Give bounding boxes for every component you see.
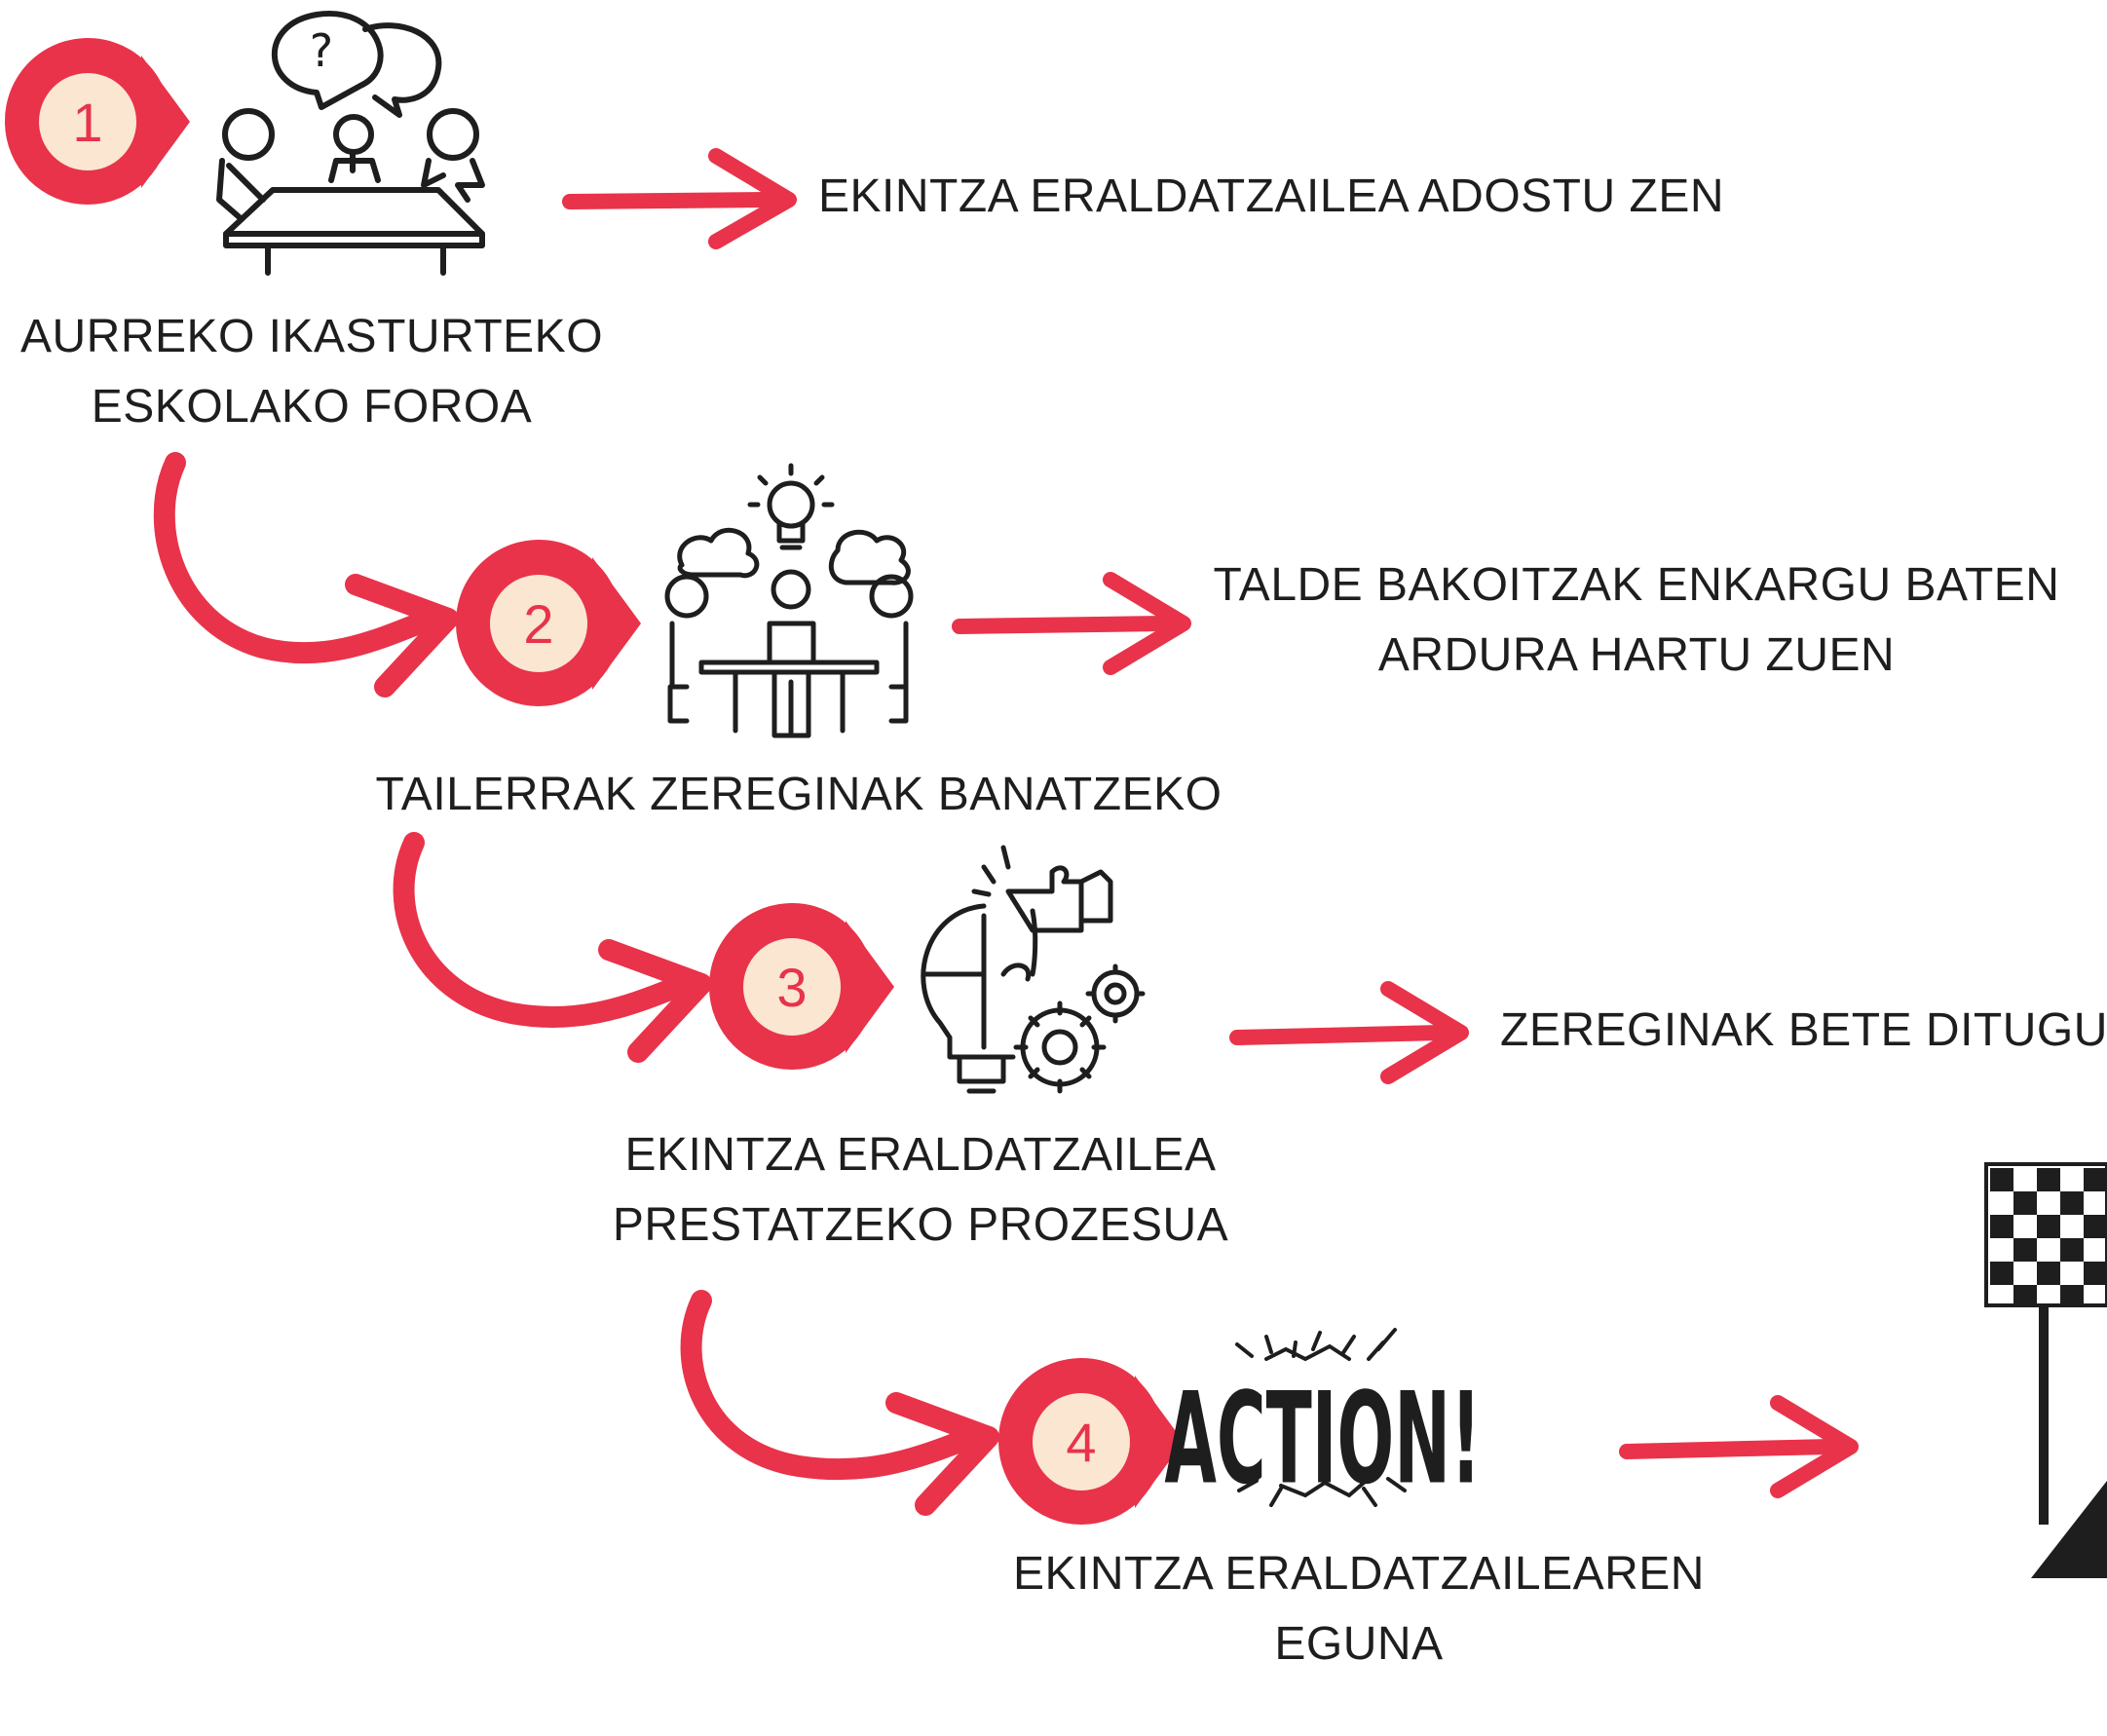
checkered-flag-icon — [1984, 1162, 2107, 1578]
step-2-badge: 2 — [455, 540, 641, 706]
step-2-result-line-2: ARDURA HARTU ZUEN — [1377, 629, 1896, 681]
step-1-label: AURREKO IKASTURTEKO ESKOLAKO FOROA — [0, 302, 623, 442]
step-1-label-line-2: ESKOLAKO FOROA — [91, 381, 533, 433]
step-1-result-line-1: EKINTZA ERALDATZAILEA ADOSTU ZEN — [818, 170, 1724, 222]
meeting-table-icon: ? — [216, 10, 485, 276]
connector-3-4 — [680, 1290, 999, 1516]
step-2-number: 2 — [523, 593, 553, 655]
step-2-label: TAILERRAK ZEREGINAK BANATZEKO — [351, 760, 1247, 830]
step-2-result: TALDE BAKOITZAK ENKARGU BATEN ARDURA HAR… — [1193, 550, 2080, 691]
step-1-result: EKINTZA ERALDATZAILEA ADOSTU ZEN — [818, 162, 1724, 232]
step-3-label-line-2: PRESTATZEKO PROZESUA — [612, 1199, 1229, 1251]
step-3-result-line-1: ZEREGINAK BETE DITUGU — [1500, 1004, 2107, 1056]
step-1-arrow — [562, 148, 797, 249]
step-1-badge: 1 — [4, 38, 191, 205]
step-3-arrow — [1229, 981, 1469, 1084]
brainstorm-team-icon — [664, 463, 914, 738]
action-burst-icon: ACTION! — [1164, 1328, 1482, 1513]
step-4-label: EKINTZA ERALDATZAILEAREN EGUNA — [984, 1539, 1734, 1679]
step-3-result: ZEREGINAK BETE DITUGU — [1500, 996, 2107, 1066]
connector-1-2 — [153, 452, 459, 698]
puzzle-bulb-gears-icon — [921, 845, 1146, 1094]
step-4-label-line-1: EKINTZA ERALDATZAILEAREN — [1013, 1548, 1705, 1600]
step-4-label-line-2: EGUNA — [1274, 1618, 1444, 1670]
step-4-badge: 4 — [997, 1358, 1184, 1525]
step-3-badge: 3 — [708, 903, 894, 1070]
step-1-number: 1 — [72, 92, 102, 153]
step-2-label-line-1: TAILERRAK ZEREGINAK BANATZEKO — [375, 769, 1223, 820]
step-3-label: EKINTZA ERALDATZAILEA PRESTATZEKO PROZES… — [584, 1120, 1257, 1261]
svg-text:?: ? — [310, 24, 333, 77]
step-2-arrow — [952, 572, 1191, 675]
step-3-label-line-1: EKINTZA ERALDATZAILEA — [624, 1129, 1217, 1181]
connector-2-3 — [393, 832, 712, 1063]
step-3-number: 3 — [776, 957, 807, 1018]
step-4-number: 4 — [1066, 1412, 1096, 1473]
step-2-result-line-1: TALDE BAKOITZAK ENKARGU BATEN — [1213, 559, 2060, 611]
step-1-label-line-1: AURREKO IKASTURTEKO — [19, 311, 604, 362]
action-word: ACTION! — [1164, 1367, 1481, 1513]
step-4-arrow — [1619, 1395, 1859, 1498]
